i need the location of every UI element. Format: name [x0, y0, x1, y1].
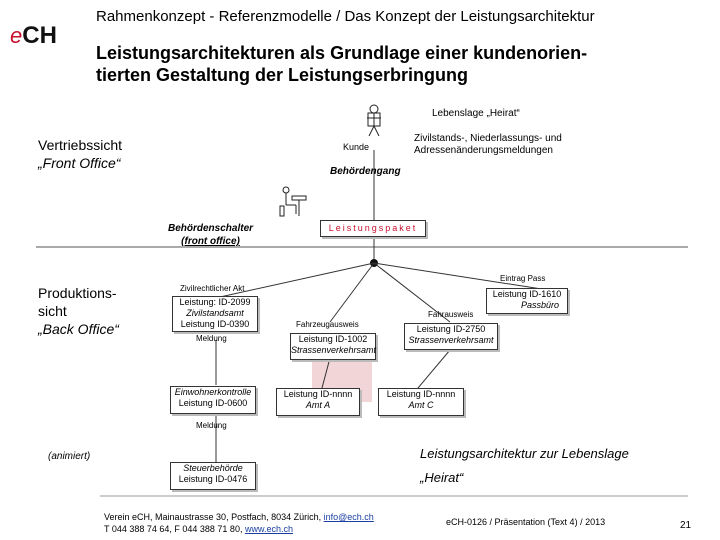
einwohnerkontrolle-box: Einwohnerkontrolle Leistung ID-0600	[170, 386, 256, 414]
branch-fahrzeug	[329, 262, 375, 323]
strassenverkehrsamt-box-2: Leistung ID-2750 Strassenverkehrsamt	[404, 323, 498, 350]
person-icon	[367, 104, 381, 137]
produktionssicht-label: Produktions- sicht „Back Office“	[38, 285, 119, 337]
behoerdengang-label: Behördengang	[330, 166, 401, 177]
fahrausweis-to-amt-c	[417, 349, 451, 389]
amt-c-box: Leistung ID-nnnn Amt C	[378, 388, 464, 416]
animiert-label: (animiert)	[48, 451, 91, 462]
passbuero-box: Leistung ID-1610 Passbüro	[486, 288, 568, 314]
branch-zivil	[219, 262, 375, 298]
strassenverkehrsamt-box-1: Leistung ID-1002 Strassenverkehrsamt	[290, 333, 376, 360]
slide-title: Leistungsarchitekturen als Grundlage ein…	[96, 42, 696, 86]
steuerbehoerde-box: Steuerbehörde Leistung ID-0476	[170, 462, 256, 490]
title-line-1: Leistungsarchitekturen als Grundlage ein…	[96, 43, 588, 63]
architektur-caption: Leistungsarchitektur zur Lebenslage „Hei…	[420, 446, 629, 485]
fahrausweis-label: Fahrausweis	[428, 310, 474, 319]
email-link[interactable]: info@ech.ch	[323, 512, 374, 522]
fahrzeug-to-amt-a	[321, 357, 331, 389]
page-number: 21	[680, 520, 692, 531]
footer-address: Verein eCH, Mainaustrasse 30, Postfach, …	[104, 512, 374, 534]
branch-pass	[373, 262, 549, 291]
amt-a-box: Leistung ID-nnnn Amt A	[276, 388, 360, 416]
vertriebssicht-label: Vertriebssicht „Front Office“	[38, 137, 123, 171]
zivilstandsamt-box: Leistung: ID-2099 Zivilstandsamt Leistun…	[172, 296, 258, 332]
fahrzeugausweis-label: Fahrzeugausweis	[296, 320, 359, 329]
behoerdenschalter-label: Behördenschalter (front office)	[168, 223, 254, 247]
kunde-label: Kunde	[343, 142, 370, 152]
meldung-label-2: Meldung	[196, 421, 227, 430]
clerk-at-desk-icon	[279, 186, 307, 217]
ech-logo: eCH	[10, 22, 57, 49]
lebenslage-label: Lebenslage „Heirat“	[432, 108, 520, 119]
branch-fahrausweis	[373, 262, 451, 323]
meldung-label-1: Meldung	[196, 334, 227, 343]
zivilrechtlicher-akt-label: Zivilrechtlicher Akt	[180, 284, 245, 293]
presentation-subtitle: Rahmenkonzept - Referenzmodelle / Das Ko…	[96, 8, 595, 25]
website-link[interactable]: www.ech.ch	[244, 524, 293, 534]
leistungspaket-box: Leistungspaket	[320, 220, 426, 237]
title-line-2: tierten Gestaltung der Leistungserbringu…	[96, 65, 469, 85]
meldungen-label: Zivilstands-, Niederlassungs- und Adress…	[414, 133, 562, 156]
eintrag-pass-label: Eintrag Pass	[500, 274, 546, 283]
footer-document-ref: eCH-0126 / Präsentation (Text 4) / 2013	[446, 517, 606, 527]
